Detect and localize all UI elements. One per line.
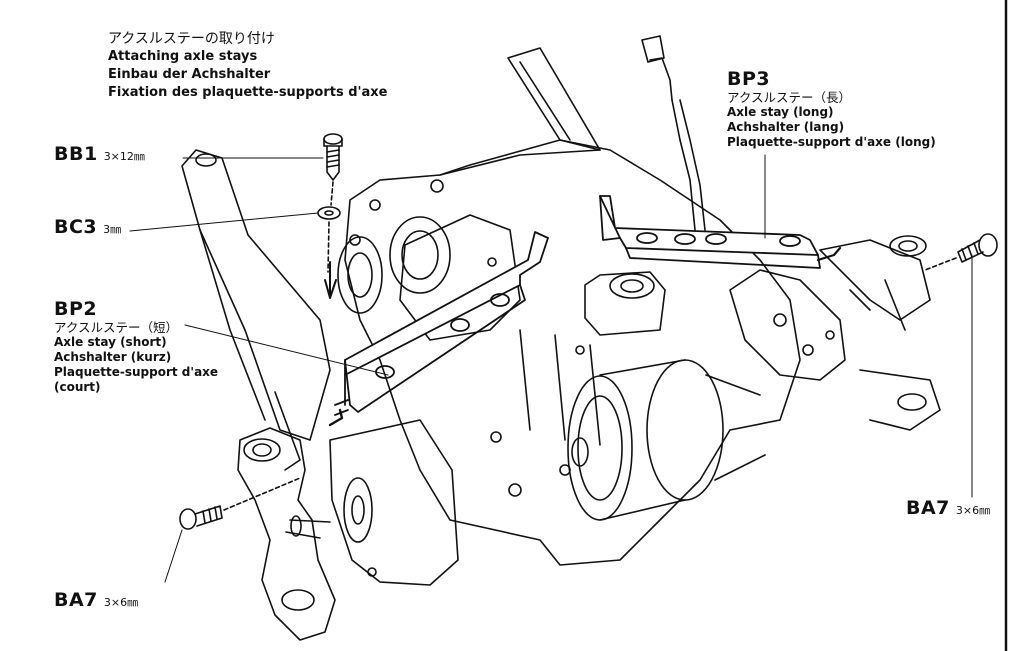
bp3-desc-german: Achshalter (lang) [727,120,845,134]
bp2-axle-stay-short [328,231,549,427]
motor [567,359,766,521]
ba7-left-guide [223,477,301,511]
bp2-code: BP2 [54,298,98,320]
bp3-axle-stay-long [599,195,842,269]
bc3-label: BC3 3㎜ [54,216,121,238]
bb1-arrow [324,261,337,299]
instruction-title-block: アクスルステーの取り付け Attaching axle stays Einbau… [108,30,388,102]
bb1-size: 3×12㎜ [103,150,145,163]
title-japanese: アクスルステーの取り付け [108,31,275,47]
ba7-right-code: BA7 [906,497,950,519]
title-english: Attaching axle stays [108,49,258,64]
ba7-left-code: BA7 [54,589,98,611]
bp2-label: BP2 アクスルステー（短） Axle stay (short) Achshal… [54,298,218,395]
bp2-desc-french: Plaquette-support d'axe [54,365,219,379]
ba7-right-label: BA7 3×6㎜ [906,497,990,519]
bb1-guide-line [327,181,334,273]
title-french: Fixation des plaquette-supports d'axe [108,85,388,100]
left-gear-cover [329,419,459,586]
ba7-left-screw [179,505,223,530]
bp3-label: BP3 アクスルステー（長） Axle stay (long) Achshalt… [727,68,936,150]
bp2-desc-japanese: アクスルステー（短） [54,320,179,335]
gearbox-housing [337,47,801,566]
leader-lines [129,154,973,583]
bc3-washer [317,206,341,220]
bb1-screw [323,133,343,181]
ba7-left-label: BA7 3×6㎜ [54,589,138,611]
bp2-desc-german: Achshalter (kurz) [54,350,172,364]
ba7-right-size: 3×6㎜ [955,504,991,517]
bp3-desc-english: Axle stay (long) [727,105,834,119]
ba7-right-guide [924,257,957,271]
title-german: Einbau der Achshalter [108,67,271,82]
ba7-right-screw [957,233,998,263]
bp3-desc-japanese: アクスルステー（長） [727,90,852,105]
bb1-label: BB1 3×12㎜ [54,143,145,165]
left-suspension-arm [181,149,331,471]
bc3-code: BC3 [54,216,98,238]
bb1-code: BB1 [54,143,98,165]
bc3-size: 3㎜ [103,223,122,236]
left-hub-carrier [237,427,336,641]
bp3-desc-french: Plaquette-support d'axe (long) [727,135,936,149]
bp3-code: BP3 [727,68,771,90]
bp2-desc-french-cont: (court) [54,380,101,394]
motor-cable [641,35,706,231]
right-suspension [729,235,941,431]
bp2-desc-english: Axle stay (short) [54,335,167,349]
ba7-left-size: 3×6㎜ [103,596,139,609]
